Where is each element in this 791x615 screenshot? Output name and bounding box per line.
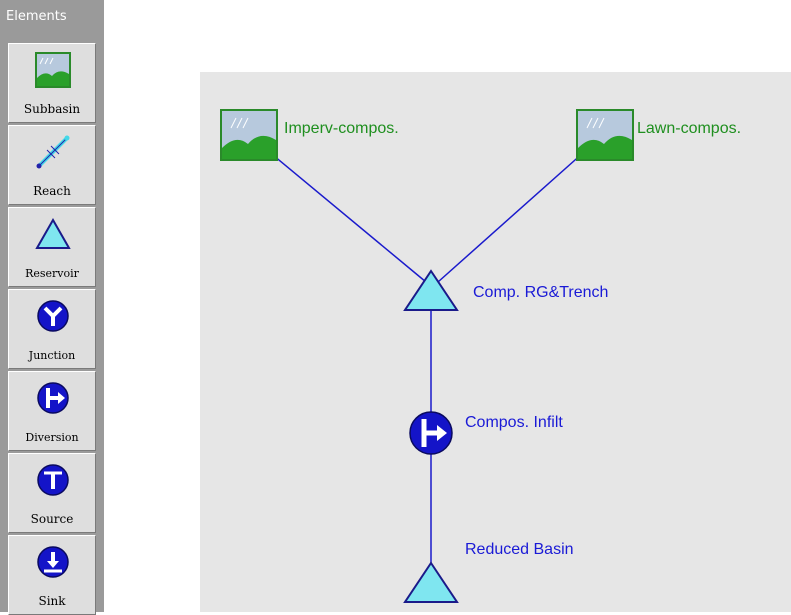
diagram-graphics: [220, 109, 634, 603]
palette-item-source[interactable]: Source: [8, 453, 96, 533]
node-label-basin[interactable]: Reduced Basin: [465, 541, 574, 558]
palette-item-junction[interactable]: Junction: [8, 289, 96, 369]
reach-icon: [36, 135, 70, 169]
reservoir-icon[interactable]: [403, 561, 459, 603]
subbasin-icon: [35, 52, 71, 88]
reservoir-icon[interactable]: [403, 269, 459, 311]
subbasin-icon[interactable]: [220, 109, 278, 161]
sink-icon: [37, 546, 69, 578]
palette-item-reach[interactable]: Reach: [8, 125, 96, 205]
palette-item-label: Subbasin: [23, 102, 81, 116]
palette-item-label: Reservoir: [25, 267, 79, 280]
diversion-icon[interactable]: [409, 411, 453, 455]
link-imperv-to-rg-trench: [249, 135, 427, 283]
subbasin-icon[interactable]: [576, 109, 634, 161]
palette-item-diversion[interactable]: Diversion: [8, 371, 96, 451]
node-label-imperv[interactable]: Imperv-compos.: [284, 120, 399, 137]
palette-item-label: Sink: [38, 594, 66, 608]
source-icon: [37, 464, 69, 496]
palette-item-label: Junction: [28, 349, 76, 362]
basin-model-canvas[interactable]: Imperv-compos. Lawn-compos. Comp. RG&Tre…: [200, 72, 791, 612]
node-label-rg-trench[interactable]: Comp. RG&Trench: [473, 284, 609, 301]
elements-palette: Elements Subbasin Reach Reservoir: [0, 0, 104, 615]
palette-item-reservoir[interactable]: Reservoir: [8, 207, 96, 287]
palette-title: Elements: [6, 9, 67, 24]
reservoir-icon: [35, 217, 71, 249]
palette-item-label: Diversion: [25, 431, 79, 444]
junction-icon: [37, 300, 69, 332]
palette-item-subbasin[interactable]: Subbasin: [8, 43, 96, 123]
diversion-icon: [37, 382, 69, 414]
link-lawn-to-rg-trench: [437, 135, 603, 283]
palette-item-label: Reach: [33, 184, 71, 198]
palette-item-sink[interactable]: Sink: [8, 535, 96, 615]
palette-item-label: Source: [30, 512, 74, 526]
node-label-lawn[interactable]: Lawn-compos.: [637, 120, 742, 137]
node-label-infilt[interactable]: Compos. Infilt: [465, 414, 563, 431]
